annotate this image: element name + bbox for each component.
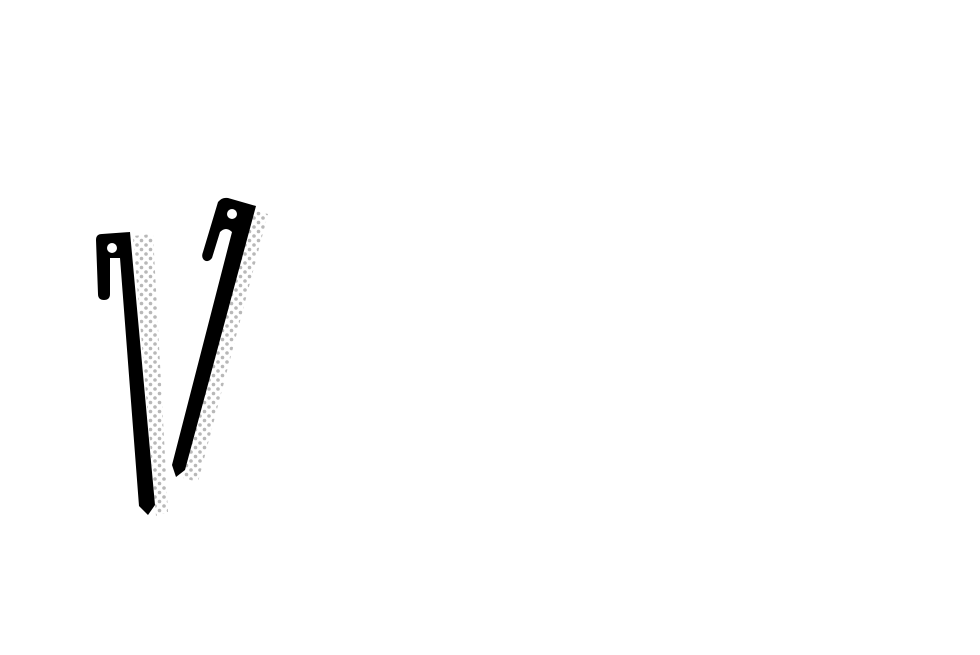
- right-stake-icon: [172, 197, 256, 478]
- right-stake-shadow: [183, 210, 268, 482]
- left-stake-shadow: [133, 234, 168, 516]
- left-stake-icon: [96, 232, 155, 515]
